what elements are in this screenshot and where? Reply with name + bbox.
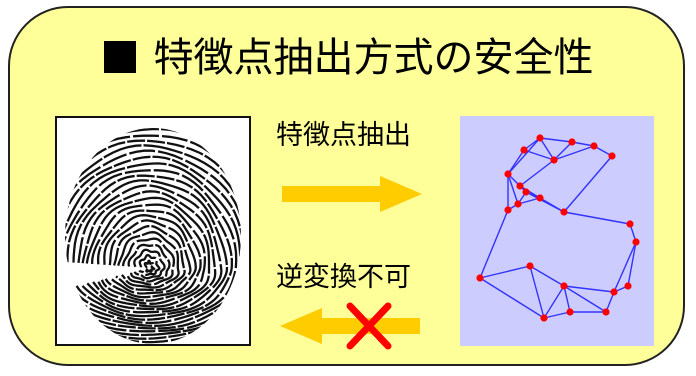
- feature-edge: [507, 173, 519, 205]
- fingerprint-ridge: [138, 253, 161, 277]
- fingerprint-ridge: [65, 169, 238, 325]
- feature-point: [522, 188, 530, 196]
- fingerprint-ridge: [81, 190, 217, 311]
- feature-edge: [563, 285, 607, 313]
- feature-point: [526, 262, 534, 270]
- feature-edge: [539, 137, 573, 143]
- feature-point: [550, 156, 558, 164]
- feature-edge: [563, 211, 631, 225]
- feature-point-network: [476, 134, 640, 322]
- feature-edge: [479, 277, 545, 319]
- feature-point: [540, 314, 548, 322]
- fingerprint-ridge: [103, 214, 197, 299]
- feature-point: [520, 146, 528, 154]
- fingerprint-ridge: [90, 203, 207, 305]
- feature-edge: [479, 209, 509, 279]
- feature-edge: [539, 137, 555, 161]
- feature-edge: [529, 265, 545, 319]
- feature-point: [560, 282, 568, 290]
- feature-point: [610, 288, 618, 296]
- feature-edge: [627, 241, 637, 287]
- feature-edge: [543, 285, 565, 319]
- feature-edge: [563, 285, 615, 293]
- fingerprint-ridge: [96, 209, 202, 302]
- feature-point: [514, 200, 522, 208]
- feature-edge: [519, 159, 555, 187]
- fingerprint-ridge: [77, 184, 223, 314]
- feature-edge: [553, 141, 573, 161]
- feature-point: [568, 138, 576, 146]
- feature-point: [560, 208, 568, 216]
- fingerprint-ridge: [65, 144, 241, 337]
- fingerprint-ridge: [66, 174, 234, 321]
- fingerprint-ridge: [85, 196, 211, 308]
- fingerprint-ridge: [65, 155, 241, 330]
- page-title: 特徴点抽出方式の安全性: [10, 34, 687, 82]
- fingerprint-icon: [65, 128, 241, 344]
- inverse-label: 逆変換不可: [276, 262, 411, 293]
- feature-edge: [563, 285, 571, 313]
- extract-label: 特徴点抽出: [276, 120, 411, 151]
- feature-point: [590, 142, 598, 150]
- fingerprint-ridge: [108, 219, 192, 295]
- black-square-bullet-icon: [103, 41, 136, 73]
- fingerprint-image-frame: [55, 116, 251, 346]
- feature-edge: [523, 149, 555, 161]
- fingerprint-ridge: [112, 224, 186, 292]
- feature-point: [476, 274, 484, 282]
- feature-edge: [563, 155, 613, 213]
- feature-edge: [613, 241, 637, 293]
- fingerprint-ridge: [65, 149, 241, 333]
- feature-edge: [543, 311, 571, 319]
- feature-point: [516, 182, 524, 190]
- fingerprint-ridge: [117, 231, 180, 289]
- arrow-right-icon: [282, 176, 422, 212]
- feature-point: [626, 220, 634, 228]
- feature-point: [602, 308, 610, 316]
- feature-edge: [553, 145, 595, 161]
- feature-edge: [479, 265, 531, 279]
- feature-point-graph: [460, 116, 654, 346]
- feature-point: [536, 194, 544, 202]
- feature-point: [536, 134, 544, 142]
- feature-point: [504, 170, 512, 178]
- page-title-text: 特徴点抽出方式の安全性: [153, 35, 594, 81]
- feature-edge: [525, 191, 565, 213]
- feature-edge: [571, 141, 595, 147]
- feature-edge: [529, 265, 565, 287]
- cross-mark-icon: [346, 302, 392, 350]
- arrow-left-icon: [280, 308, 420, 344]
- fingerprint-ridge: [72, 179, 229, 318]
- feature-edge: [507, 137, 541, 175]
- fingerprint-ridge: [121, 237, 176, 286]
- feature-point: [624, 282, 632, 290]
- feature-point: [504, 206, 512, 214]
- fingerprint-ridge: [143, 259, 156, 273]
- fingerprint-ridge: [127, 243, 171, 283]
- fingerprint-ridge: [65, 162, 241, 327]
- feature-point: [566, 308, 574, 316]
- feature-point: [632, 238, 640, 246]
- feature-edge: [517, 197, 541, 205]
- fingerprint-ridge: [133, 248, 166, 280]
- feature-point: [608, 152, 616, 160]
